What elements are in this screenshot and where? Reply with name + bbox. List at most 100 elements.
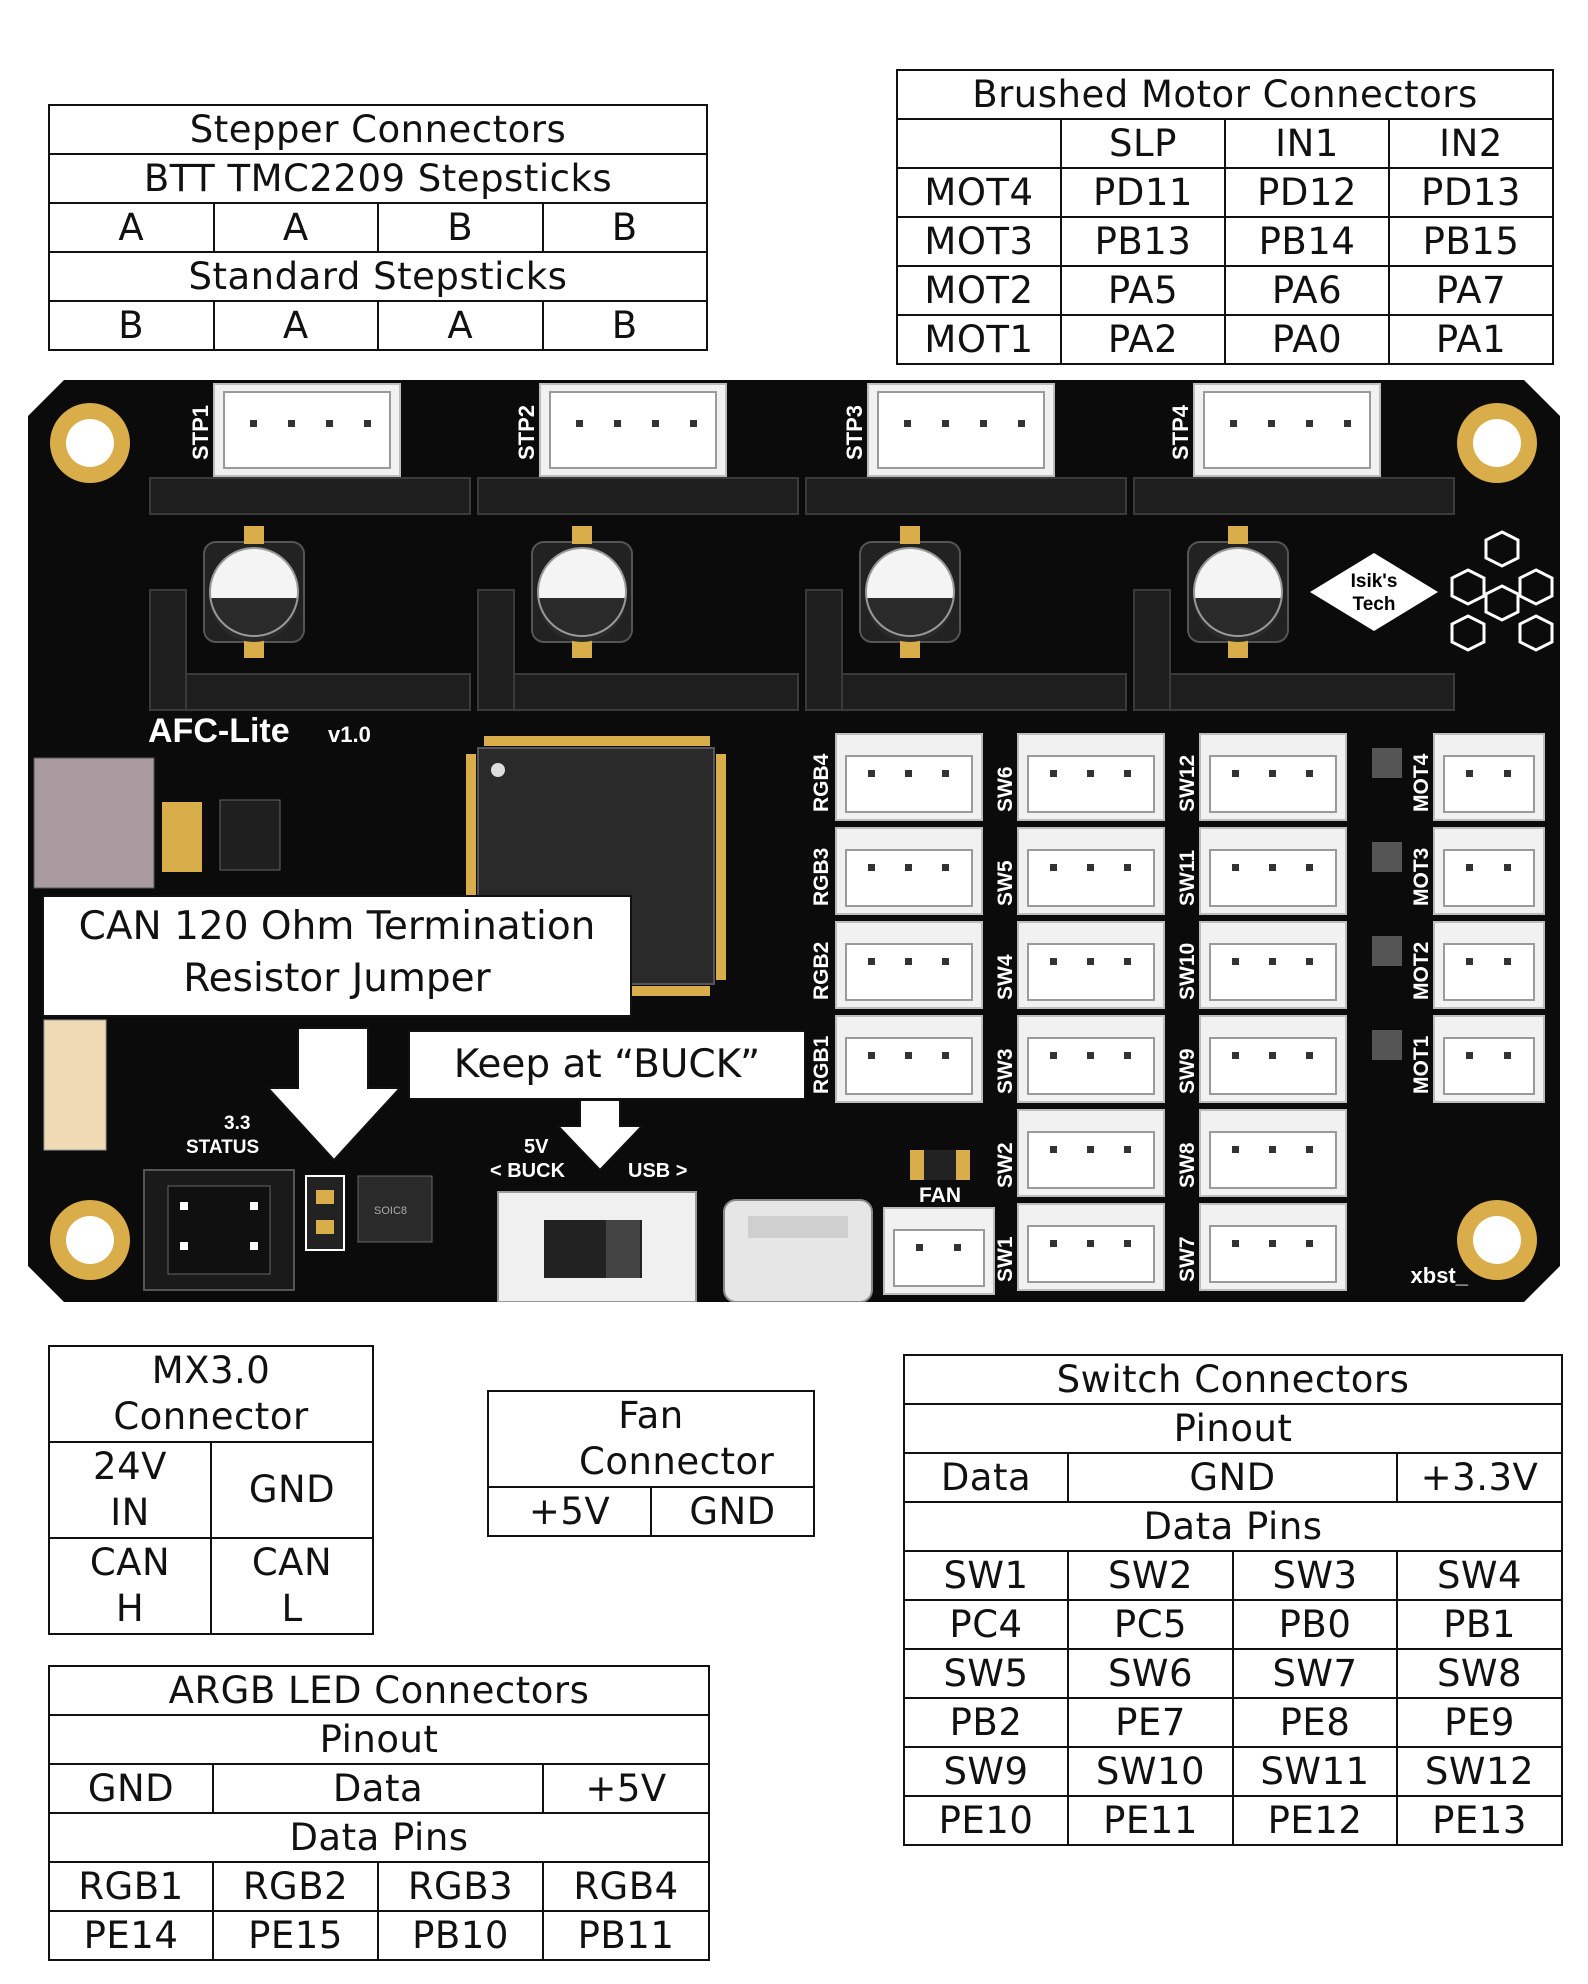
switch-cell: SW3 [1232, 1550, 1398, 1601]
sw-label: SW2 [994, 1142, 1017, 1188]
brushed-header-cell: SLP [1060, 118, 1226, 169]
inductor [33, 757, 155, 889]
smd-part [162, 802, 202, 872]
sw-label: SW1 [994, 1236, 1017, 1282]
argb-pinout-cell: Data [212, 1763, 544, 1814]
sw-label: SW10 [1176, 943, 1199, 1000]
argb-name-cell: RGB3 [377, 1861, 544, 1912]
brushed-cell: PD13 [1388, 167, 1554, 218]
brushed-cell: MOT2 [896, 265, 1062, 316]
argb-led-table: ARGB LED Connectors Pinout GND Data +5V … [47, 1665, 711, 1961]
brushed-cell: PB15 [1388, 216, 1554, 267]
can-termination-callout: CAN 120 Ohm Termination Resistor Jumper [42, 895, 632, 1017]
mx3-connector-table: MX3.0 Connector 24V IN GND CAN H CAN L [48, 1345, 374, 1635]
mounting-holes [50, 403, 1537, 1280]
svg-text:FAN: FAN [919, 1184, 961, 1207]
sw-label: SW6 [994, 766, 1017, 812]
switch-cell: PE7 [1067, 1697, 1234, 1748]
switch-cell: PE9 [1395, 1697, 1564, 1748]
argb-pinout-cell: GND [48, 1763, 214, 1814]
svg-text:SOIC8: SOIC8 [374, 1205, 407, 1217]
switch-pinout-cell: +3.3V [1395, 1452, 1564, 1503]
mot-label: MOT1 [1410, 1035, 1433, 1094]
soic8-chip [357, 1175, 433, 1243]
usb-c-opening [748, 1216, 848, 1238]
sw-label: SW7 [1176, 1236, 1199, 1282]
std-pin-cell: A [377, 300, 544, 351]
can-callout-line1: CAN 120 Ohm Termination [78, 904, 596, 949]
switch-cell: PC5 [1067, 1599, 1234, 1650]
argb-name-cell: RGB4 [541, 1861, 711, 1912]
switch-title: Switch Connectors [902, 1354, 1564, 1405]
argb-name-cell: RGB2 [212, 1861, 379, 1912]
switch-cell: PE11 [1067, 1795, 1234, 1846]
usb-c-port [723, 1199, 873, 1303]
stepstick-sockets [149, 477, 1455, 711]
switch-pinout-cell: Data [903, 1452, 1069, 1503]
svg-text:USB >: USB > [628, 1160, 687, 1182]
sw-label: SW9 [1176, 1048, 1199, 1094]
sw-label: SW12 [1176, 755, 1199, 812]
argb-pinout-cell: +5V [541, 1763, 711, 1814]
argb-pin-cell: PE15 [212, 1910, 379, 1961]
stp-label: STP1 [188, 405, 213, 460]
rgb-label: RGB3 [810, 848, 833, 906]
mot-label: MOT2 [1410, 942, 1433, 1000]
switch-cell: SW12 [1395, 1746, 1564, 1797]
buck-callout-text: Keep at “BUCK” [453, 1042, 761, 1087]
brushed-header-cell: IN1 [1224, 118, 1390, 169]
brushed-cell: MOT1 [896, 314, 1062, 365]
sw-label: SW4 [994, 954, 1017, 1000]
switch-cell: PE8 [1232, 1697, 1398, 1748]
board-version: v1.0 [328, 722, 371, 747]
btt-pin-cell: A [212, 202, 379, 253]
fan-cell: GND [650, 1486, 815, 1537]
rgb-label: RGB2 [810, 942, 833, 1000]
brushed-cell: PA2 [1060, 314, 1226, 365]
stp-label: STP4 [1168, 404, 1193, 460]
svg-text:Tech: Tech [1353, 594, 1396, 615]
mx-title: MX3.0 Connector [48, 1345, 374, 1443]
switch-cell: PB2 [903, 1697, 1069, 1748]
rgb-label: RGB1 [810, 1035, 833, 1094]
btt-stepsticks-title: BTT TMC2209 Stepsticks [48, 153, 708, 204]
can-callout-arrow [265, 1027, 403, 1162]
brushed-cell: PD12 [1224, 167, 1390, 218]
brushed-cell: PA6 [1224, 265, 1390, 316]
std-pin-cell: B [48, 300, 215, 351]
btt-pin-cell: B [377, 202, 544, 253]
sw-label: SW3 [994, 1048, 1017, 1094]
stepper-title: Stepper Connectors [48, 104, 708, 155]
termination-jumper [305, 1175, 345, 1251]
buck-callout-arrow [555, 1099, 645, 1172]
smd-part [219, 799, 281, 871]
can-callout-line2: Resistor Jumper [183, 956, 491, 1001]
btt-pin-cell: B [541, 202, 708, 253]
switch-cell: PB1 [1395, 1599, 1564, 1650]
rgb-connectors: RGB4 RGB3 RGB2 RGB1 [810, 733, 983, 1103]
brushed-header-cell [896, 118, 1062, 169]
designer-credit: xbst_ [1411, 1263, 1469, 1288]
switch-cell: SW9 [903, 1746, 1069, 1797]
brushed-cell: PB13 [1060, 216, 1226, 267]
mx3-connector [143, 1169, 295, 1291]
brushed-cell: PA7 [1388, 265, 1554, 316]
sw-label: SW11 [1176, 850, 1199, 906]
brushed-cell: PA0 [1224, 314, 1390, 365]
motor-connectors: MOT4 MOT3 MOT2 MOT1 [1372, 733, 1545, 1103]
standard-stepsticks-title: Standard Stepsticks [48, 251, 708, 302]
btt-pin-cell: A [48, 202, 215, 253]
switch-cell: SW11 [1232, 1746, 1398, 1797]
pcb-board: STP1 STP2 STP3 STP4 Isik's Tech [28, 380, 1560, 1303]
svg-text:5V: 5V [524, 1136, 549, 1158]
stp-label: STP2 [514, 405, 539, 460]
brushed-cell: PB14 [1224, 216, 1390, 267]
rgb-label: RGB4 [810, 753, 833, 812]
fan-connector-table: Fan Connector +5V GND [487, 1390, 815, 1537]
pcb-illustration: STP1 STP2 STP3 STP4 Isik's Tech [28, 380, 1560, 1303]
silk-33: 3.3 [224, 1113, 250, 1134]
switch-cell: SW8 [1395, 1648, 1564, 1699]
argb-name-cell: RGB1 [48, 1861, 214, 1912]
switch-cell: SW4 [1395, 1550, 1564, 1601]
brushed-header-cell: IN2 [1388, 118, 1554, 169]
